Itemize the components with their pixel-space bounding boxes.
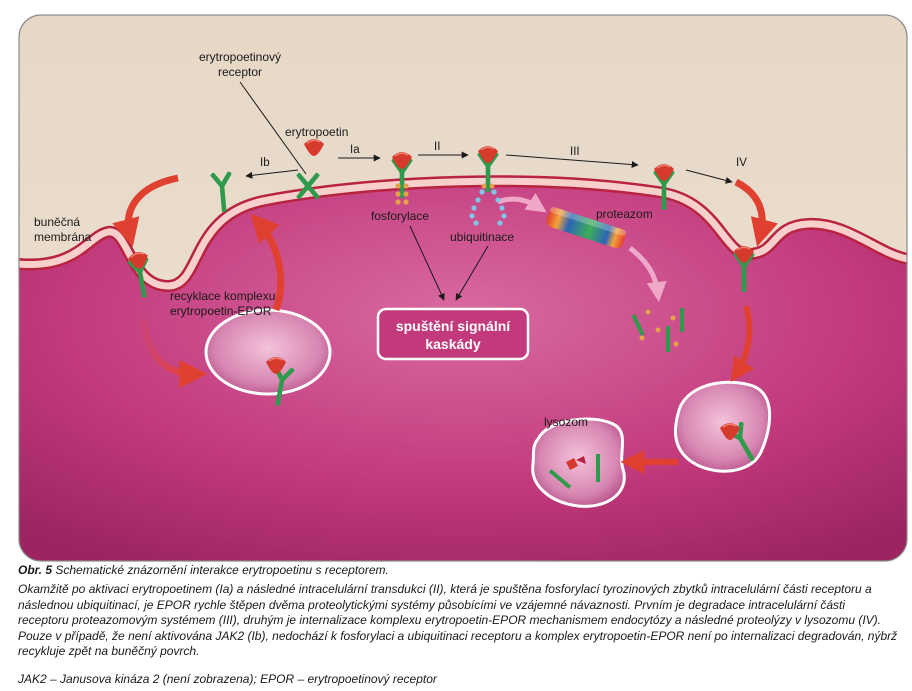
- signal-cascade-line-2: kaskády: [425, 336, 480, 352]
- arrow-ubiq-to-cascade: [455, 245, 489, 301]
- ubiquitin-chains: [469, 183, 507, 226]
- arrow-IV: [685, 169, 733, 184]
- caption-body: Okamžitě po aktivaci erytropoetinem (Ia)…: [18, 582, 898, 658]
- caption-title-text: Schematické znázornění interakce erytrop…: [55, 563, 389, 577]
- signal-cascade-box: [376, 307, 530, 361]
- label-lysosome: lysozom: [544, 415, 588, 429]
- peptide-fragments: [631, 308, 684, 352]
- caption-number: Obr. 5: [18, 563, 53, 577]
- cytoplasm: [19, 181, 907, 561]
- label-membrane-1: buněčná: [34, 215, 80, 229]
- label-proteasome: proteazom: [596, 207, 653, 221]
- arrow-to-recycling-vesicle: [139, 318, 208, 388]
- arrow-ubiquitin-to-proteasome: [497, 193, 547, 213]
- phosphate-groups: [395, 183, 409, 205]
- proteasome: [546, 206, 627, 249]
- signal-cascade-line-1: spuštění signální: [396, 318, 511, 334]
- arrow-Ib: [245, 169, 299, 179]
- step-Ia: Ia: [350, 144, 360, 156]
- label-phosphorylation: fosforylace: [371, 209, 429, 223]
- step-II: II: [434, 141, 440, 153]
- arrow-to-endosome: [730, 305, 754, 382]
- receptor-free: [296, 172, 320, 200]
- step-Ib: Ib: [260, 157, 270, 169]
- recycling-vesicle: [204, 308, 332, 396]
- label-recycling-1: recyklace komplexu: [170, 289, 275, 303]
- arrow-phos-to-cascade: [409, 225, 445, 301]
- label-recycling-2: erytropoetin-EPOR: [170, 304, 272, 318]
- receptor-pointer: [239, 81, 307, 175]
- arrow-endocytosis-left: [112, 174, 179, 247]
- arrow-recycle-to-surface: [250, 213, 285, 312]
- label-membrane-2: membrána: [34, 230, 92, 244]
- label-receptor-1: erytropoetinový: [199, 50, 281, 64]
- label-erythropoietin: erytropoetin: [285, 125, 348, 139]
- arrow-proteasome-to-fragments: [628, 246, 667, 302]
- epo-receptor-diagram: spuštění signální kaskády erytropoetinov…: [18, 14, 908, 562]
- label-ubiquitination: ubiquitinace: [450, 230, 514, 244]
- caption-title: Obr. 5 Schematické znázornění interakce …: [18, 563, 389, 577]
- lysosome-fragments: [548, 454, 600, 489]
- arrow-endocytosis-right: [734, 178, 778, 247]
- step-IV: IV: [736, 157, 747, 169]
- label-receptor-2: receptor: [218, 65, 262, 79]
- lysosome: [531, 417, 626, 508]
- arrow-III: [505, 154, 639, 169]
- caption-abbreviations: JAK2 – Janusova kináza 2 (není zobrazena…: [18, 672, 437, 686]
- step-III: III: [570, 146, 580, 158]
